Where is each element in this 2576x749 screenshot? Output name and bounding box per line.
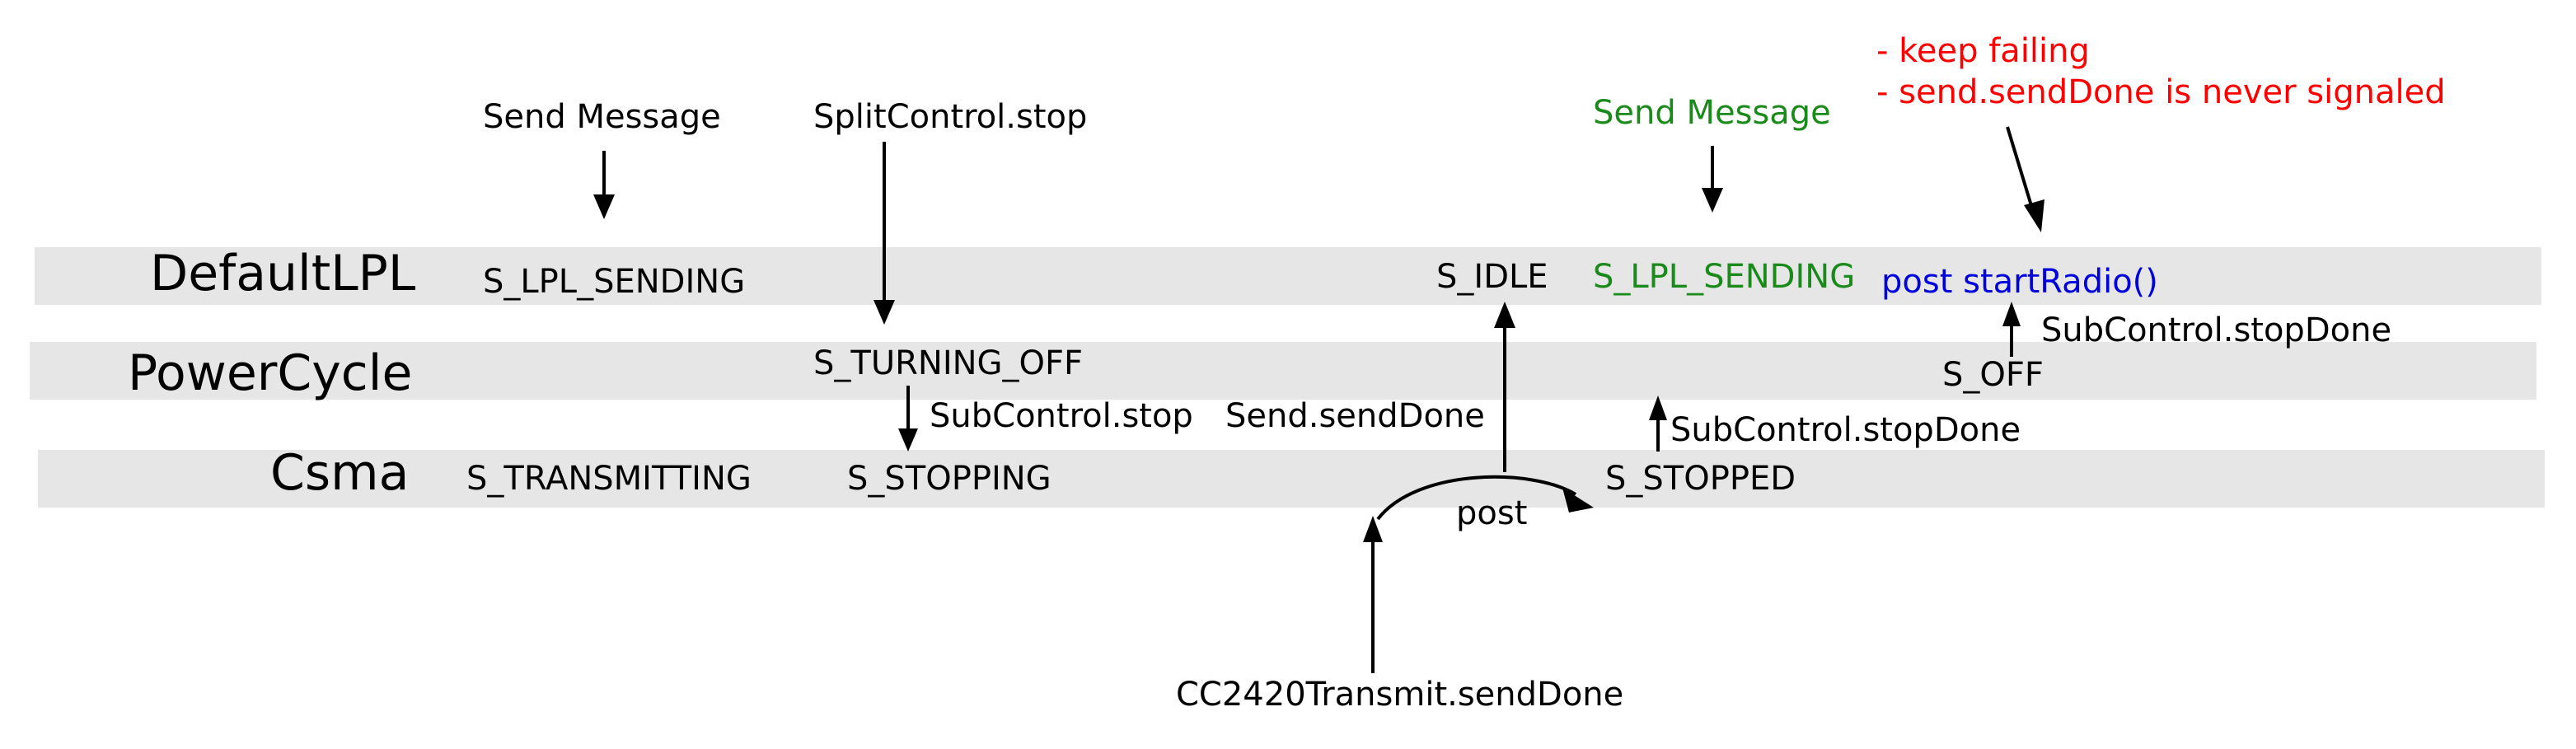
event-cc2420-senddone: CC2420Transmit.sendDone <box>1176 676 1624 714</box>
state-lpl-sending-highlighted: S_LPL_SENDING <box>1593 258 1856 296</box>
arrowhead-cc2420-senddone <box>1363 516 1383 542</box>
state-transmitting: S_TRANSMITTING <box>466 460 752 498</box>
power-cycle-band <box>30 342 2536 400</box>
arrowhead-split-control-stop <box>873 300 895 325</box>
arrow-post-arc <box>1376 475 1577 521</box>
arrowhead-send-senddone <box>1494 302 1515 328</box>
state-lpl-sending: S_LPL_SENDING <box>483 263 746 301</box>
arrowhead-send-message-highlighted <box>1702 188 1723 213</box>
event-send-message-highlighted: Send Message <box>1593 94 1831 132</box>
layer-label-default-lpl: DefaultLPL <box>150 245 416 302</box>
event-split-control-stop: SplitControl.stop <box>813 98 1088 136</box>
note-senddone-never-signaled: - send.sendDone is never signaled <box>1876 73 2446 111</box>
state-idle: S_IDLE <box>1436 258 1548 296</box>
state-stopping: S_STOPPING <box>847 460 1051 498</box>
state-stopped: S_STOPPED <box>1605 460 1796 498</box>
state-off: S_OFF <box>1942 356 2044 394</box>
note-keep-failing: - keep failing <box>1876 32 2090 70</box>
event-send-senddone: Send.sendDone <box>1225 397 1485 435</box>
event-subcontrol-stopdone-lower: SubControl.stopDone <box>1670 411 2021 449</box>
event-post-start-radio: post startRadio() <box>1881 263 2158 301</box>
arrowhead-subcontrol-stopdone-lower <box>1649 396 1667 420</box>
arrowhead-note <box>2024 199 2044 232</box>
arrowhead-send-message <box>593 194 615 219</box>
arrowhead-post-arc <box>1562 488 1594 513</box>
event-subcontrol-stop: SubControl.stop <box>930 397 1193 435</box>
arrowhead-subcontrol-stop <box>898 428 918 452</box>
csma-band <box>38 450 2545 508</box>
event-send-message: Send Message <box>483 98 721 136</box>
event-subcontrol-stopdone-upper: SubControl.stopDone <box>2041 311 2392 349</box>
state-turning-off: S_TURNING_OFF <box>813 344 1084 382</box>
default-lpl-band <box>35 247 2541 305</box>
layer-label-csma: Csma <box>270 444 410 502</box>
layer-label-power-cycle: PowerCycle <box>128 344 413 402</box>
arrowhead-subcontrol-stopdone-upper <box>2002 302 2021 326</box>
event-post: post <box>1456 494 1528 532</box>
